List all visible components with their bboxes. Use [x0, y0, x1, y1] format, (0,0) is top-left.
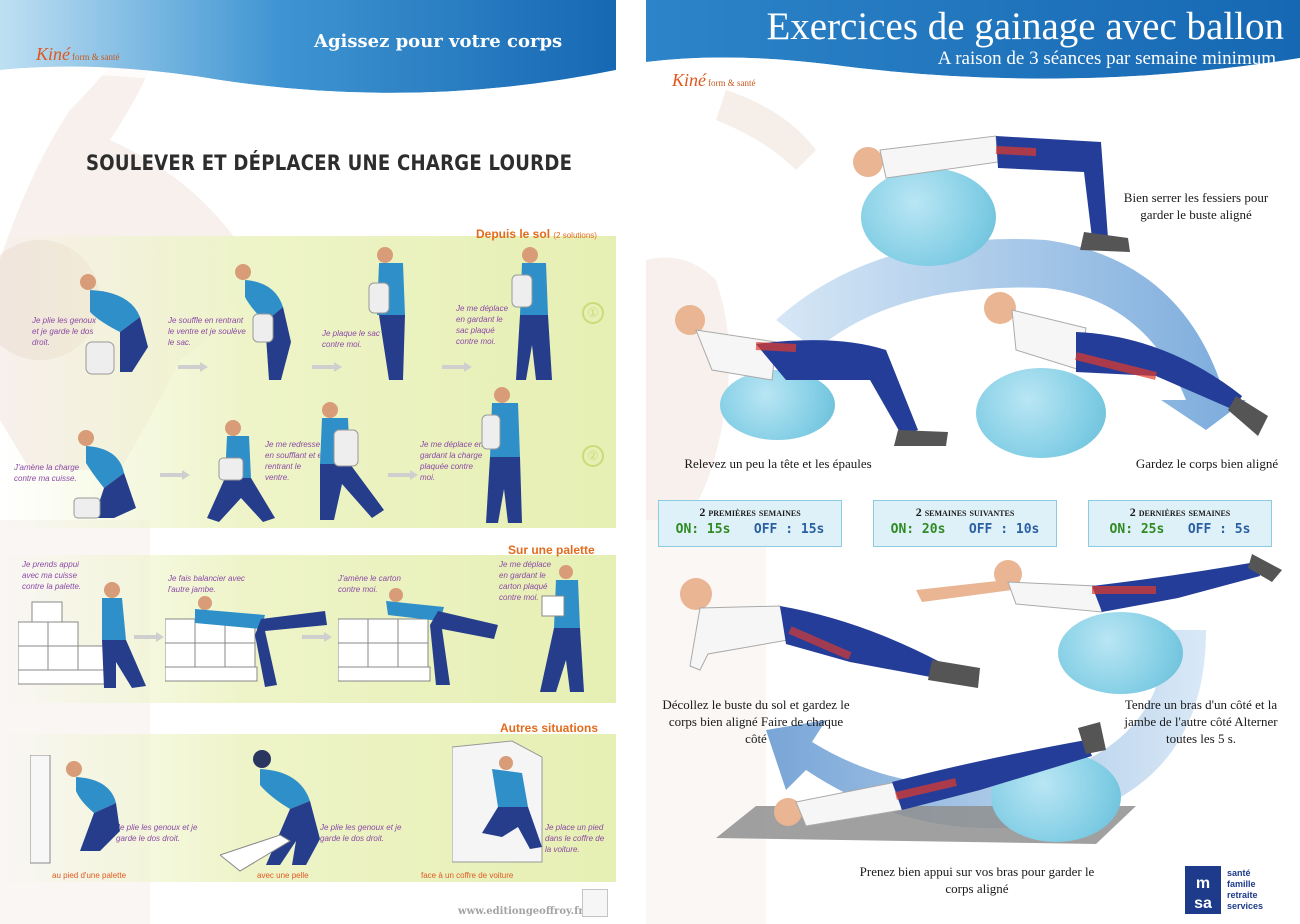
logo-name: Kiné: [672, 70, 706, 90]
caption-plank: Gardez le corps bien aligné: [1135, 456, 1279, 471]
solution-1-marker: ①: [582, 302, 604, 324]
figure-car-trunk: [452, 740, 543, 863]
step-arrow: [388, 470, 418, 480]
schedule-box-weeks-1-2: 2 premières semaines ON: 15s OFF : 15s: [658, 500, 842, 547]
figure-reverse-plank-ball: [774, 722, 1106, 827]
on-duration: ON: 15s: [675, 522, 731, 537]
step-arrow: [302, 632, 332, 642]
right-poster: Exercices de gainage avec ballon A raiso…: [646, 0, 1300, 924]
logo-tagline: form & santé: [72, 52, 120, 62]
msa-logo: m sa santé famille retraite services: [1185, 866, 1285, 914]
svg-text:sa: sa: [1194, 895, 1212, 912]
caption-floor-2-2: Je me redresse en soufflant et en rentra…: [265, 440, 327, 482]
schedule-box-weeks-3-4: 2 semaines suivantes ON: 20s OFF : 10s: [873, 500, 1057, 547]
section-pallet-title: Sur une palette: [508, 543, 595, 557]
caption-floor-1-2: Je souffle en rentrant le ventre et je s…: [168, 316, 246, 347]
caption-pallet-3: J'amène le carton contre moi.: [338, 574, 401, 594]
schedule-title: 2 premières semaines: [699, 505, 801, 519]
section-other-title: Autres situations: [500, 721, 599, 735]
step-arrow: [312, 362, 342, 372]
caption-bridge: Bien serrer les fessiers pour garder le …: [1123, 190, 1269, 222]
figure-plank-ball: [984, 292, 1268, 436]
page-title: Exercices de gainage avec ballon: [766, 5, 1284, 48]
msa-mark: m sa: [1185, 866, 1221, 914]
schedule-box-weeks-5-6: 2 dernières semaines ON: 25s OFF : 5s: [1088, 500, 1272, 547]
schedule-title: 2 semaines suivantes: [915, 505, 1015, 519]
figure-walk-bag: [511, 247, 552, 380]
figure-kneel-straighten: [207, 420, 275, 522]
figure-bridge-ball: [853, 135, 1130, 252]
step-arrow: [178, 362, 208, 372]
caption-pallet-1: Je prends appui avec ma cuisse contre la…: [22, 560, 82, 591]
figure-lift-bag: [235, 264, 291, 380]
schedule-title: 2 dernières semaines: [1129, 505, 1231, 519]
on-duration: ON: 20s: [890, 522, 946, 537]
exercise-ball: [1058, 612, 1183, 694]
page-gutter: [616, 0, 646, 924]
svg-text:m: m: [1196, 875, 1210, 892]
caption-side-plank: Décollez le buste du sol et gardez le co…: [662, 697, 850, 746]
off-duration: OFF : 15s: [753, 522, 825, 537]
figure-pallet-lean: [18, 582, 146, 688]
off-duration: OFF : 5s: [1187, 522, 1251, 537]
figure-side-plank: [680, 578, 980, 688]
figure-rise: [320, 402, 384, 520]
caption-crunch: Relevez un peu la tête et les épaules: [684, 456, 872, 471]
caption-pallet-4: Je me déplace en gardant le carton plaqu…: [499, 560, 552, 602]
header-title: Agissez pour votre corps: [314, 31, 563, 52]
figure-pallet-balance: [165, 596, 327, 687]
caption-reverse-plank: Prenez bien appui sur vos bras pour gard…: [859, 864, 1095, 896]
caption-floor-2-3: Je me déplace en gardant la charge plaqu…: [420, 440, 484, 482]
header-wave: [0, 0, 616, 101]
logo-name: Kiné: [36, 44, 70, 64]
caption-floor-1-3: Je plaque le sac contre moi.: [322, 329, 380, 349]
page-title: SOULEVER ET DÉPLACER UNE CHARGE LOURDE: [86, 151, 573, 175]
figure-crunch-ball: [675, 305, 948, 446]
page-subtitle: A raison de 3 séances par semaine minimu…: [937, 48, 1276, 69]
figure-bend-knees: [80, 274, 148, 375]
step-arrow: [160, 470, 190, 480]
figure-pallet-walk: [540, 565, 584, 692]
off-duration: OFF : 10s: [968, 522, 1040, 537]
exercise-ball: [976, 368, 1106, 458]
figure-shovel: [220, 750, 320, 872]
caption-superman: Tendre un bras d'un côté et la jambe de …: [1124, 697, 1278, 746]
figure-pallet-pull: [338, 588, 498, 685]
step-arrow: [442, 362, 472, 372]
caption-other-3: Je place un pied dans le coffre de la vo…: [545, 823, 605, 854]
figure-walk-load: [481, 387, 522, 523]
step-arrow: [134, 632, 164, 642]
figure-load-thigh: [73, 430, 136, 519]
caption-floor-1-1: Je plie les genoux et je garde le dos dr…: [32, 316, 97, 347]
caption-floor-2-1: J'amène la charge contre ma cuisse.: [14, 463, 80, 483]
msa-words: santé famille retraite services: [1227, 868, 1264, 911]
caption-other-2: Je plie les genoux et je garde le dos dr…: [320, 823, 402, 843]
exercise-ball: [720, 370, 835, 440]
exercise-ball: [861, 168, 996, 266]
figure-squat-pallet: [30, 755, 120, 864]
caption-floor-1-4: Je me déplace en gardant le sac plaqué c…: [456, 304, 509, 346]
label-pallet-foot: au pied d'une palette: [52, 871, 127, 880]
on-duration: ON: 25s: [1109, 522, 1165, 537]
solution-2-marker: ②: [582, 445, 604, 467]
publisher-url: www.editiongeoffroy.fr: [458, 906, 584, 917]
logo-tagline: form & santé: [708, 78, 756, 88]
figure-hold-bag: [368, 247, 405, 380]
figure-superman-ball: [916, 554, 1282, 613]
section-floor-title: Depuis le sol (2 solutions): [476, 227, 597, 241]
header-wave: [646, 0, 1300, 87]
caption-pallet-2: Je fais balancier avec l'autre jambe.: [168, 574, 245, 594]
label-shovel: avec une pelle: [257, 871, 309, 880]
publisher-logo: [582, 889, 608, 917]
label-car-trunk: face à un coffre de voiture: [421, 871, 514, 880]
caption-other-1: Je plie les genoux et je garde le dos dr…: [116, 823, 198, 843]
